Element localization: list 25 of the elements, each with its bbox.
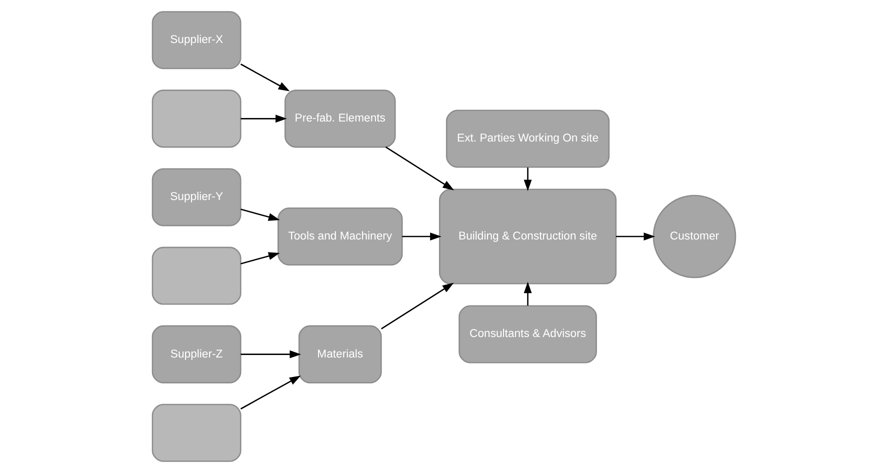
node-box bbox=[151, 404, 241, 462]
arrow bbox=[240, 252, 280, 264]
arrow bbox=[240, 64, 290, 92]
node-box: Building & Construction site bbox=[438, 188, 616, 284]
arrow bbox=[240, 114, 286, 123]
node-box: Tools and Machinery bbox=[277, 207, 402, 266]
node-box: Supplier-X bbox=[151, 11, 241, 70]
node-circle: Customer bbox=[652, 194, 736, 278]
node-box bbox=[151, 90, 241, 148]
node-box: Consultants & Advisors bbox=[458, 305, 596, 364]
arrow bbox=[615, 232, 655, 240]
arrow bbox=[240, 376, 300, 410]
arrow bbox=[380, 282, 454, 330]
arrow bbox=[523, 168, 532, 192]
node-box: Supplier-Y bbox=[151, 168, 241, 226]
arrow bbox=[240, 350, 301, 358]
node-box: Ext. Parties Working On site bbox=[445, 110, 610, 168]
node-box: Pre-fab. Elements bbox=[284, 90, 396, 148]
node-box: Materials bbox=[298, 325, 382, 384]
node-box: Supplier-Z bbox=[151, 325, 241, 384]
node-box bbox=[151, 246, 241, 305]
arrow bbox=[402, 232, 441, 240]
arrow bbox=[240, 208, 280, 221]
arrow bbox=[384, 146, 454, 190]
arrow bbox=[523, 282, 532, 306]
